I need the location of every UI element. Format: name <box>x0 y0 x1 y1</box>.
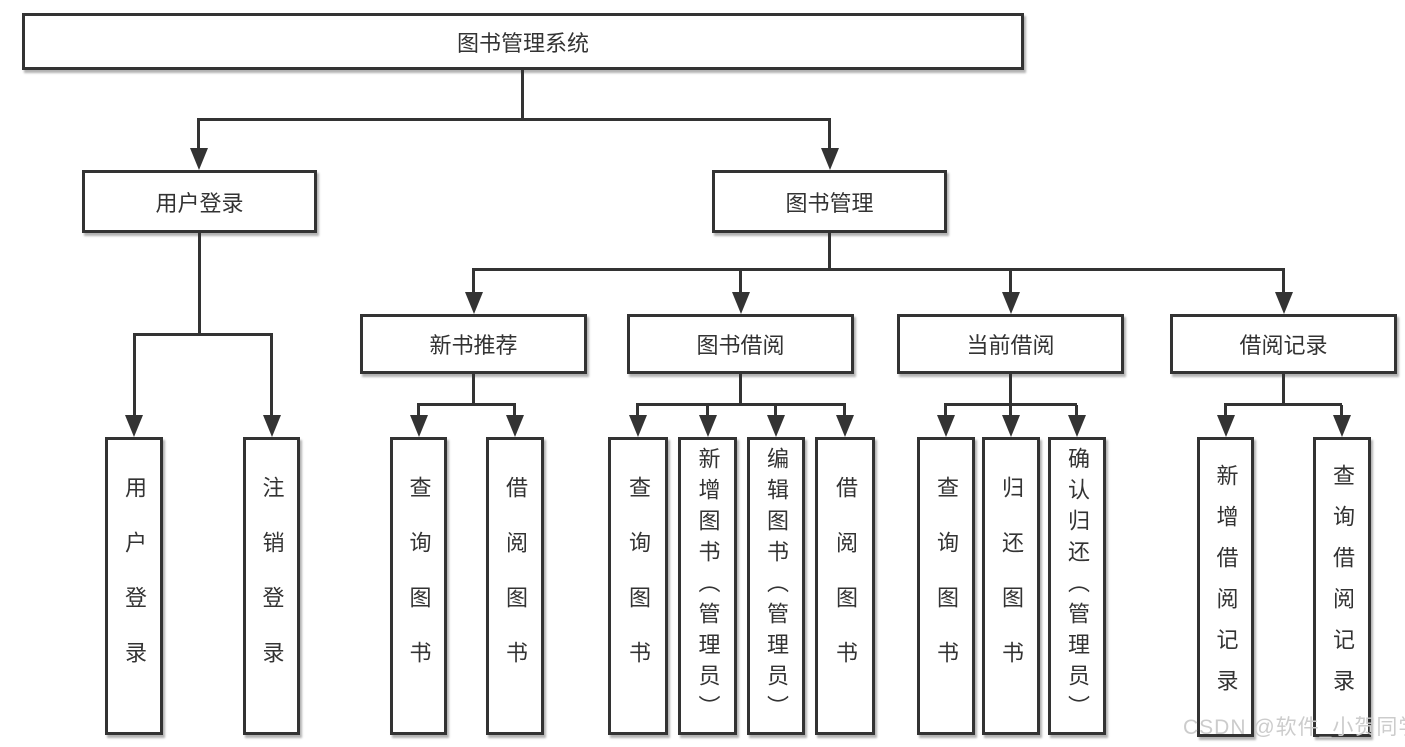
arrow-down-icon <box>767 415 785 437</box>
leaf-borrow-edit-books-admin: 编辑图书（管理员） <box>747 437 805 735</box>
connector-line <box>636 405 639 417</box>
arrow-down-icon <box>1002 415 1020 437</box>
node-label: 查询图书 <box>406 476 432 696</box>
arrow-down-icon <box>1002 292 1020 314</box>
connector-line <box>739 374 742 405</box>
connector-line <box>774 405 777 417</box>
arrow-down-icon <box>465 292 483 314</box>
connector-line <box>472 374 475 405</box>
node-label: 图书管理 <box>785 190 874 216</box>
node-label: 归还图书 <box>999 476 1024 696</box>
connector-line <box>636 403 846 406</box>
node-label: 新书推荐 <box>429 333 518 358</box>
connector-line <box>1340 405 1343 417</box>
node-label: 当前借阅 <box>966 333 1055 358</box>
connector-line <box>197 120 200 150</box>
node-label: 注销登录 <box>259 476 285 696</box>
node-label: 确认归还（管理员） <box>1065 446 1090 726</box>
arrow-down-icon <box>1217 415 1235 437</box>
connector-line <box>1009 405 1012 417</box>
arrow-down-icon <box>1333 415 1351 437</box>
node-label: 查询图书 <box>626 476 651 696</box>
connector-line <box>472 270 475 294</box>
node-label: 图书管理系统 <box>456 30 589 56</box>
connector-line <box>843 405 846 417</box>
arrow-down-icon <box>836 415 854 437</box>
leaf-borrow-borrow-books: 借阅图书 <box>815 437 875 735</box>
arrow-down-icon <box>1068 415 1086 437</box>
node-user-login: 用户登录 <box>82 170 317 233</box>
connector-line <box>198 233 201 335</box>
connector-line <box>944 405 947 417</box>
node-book-borrow: 图书借阅 <box>627 314 854 374</box>
connector-line <box>1224 403 1342 406</box>
node-label: 借阅记录 <box>1239 333 1328 358</box>
leaf-current-confirm-return-admin: 确认归还（管理员） <box>1048 437 1106 735</box>
connector-line <box>1224 405 1227 417</box>
node-label: 查询借阅记录 <box>1330 464 1355 710</box>
node-borrow-records: 借阅记录 <box>1170 314 1397 374</box>
connector-line <box>133 335 136 415</box>
leaf-logout-login: 注销登录 <box>243 437 300 735</box>
csdn-watermark: CSDN @软件_小贺同学 <box>1183 716 1405 739</box>
connector-line <box>944 403 1077 406</box>
arrow-down-icon <box>821 148 839 170</box>
leaf-current-return-books: 归还图书 <box>982 437 1040 735</box>
leaf-current-query-books: 查询图书 <box>917 437 975 735</box>
connector-line <box>472 268 1285 271</box>
connector-line <box>417 403 516 406</box>
node-label: 新增借阅记录 <box>1213 464 1239 710</box>
connector-line <box>1075 405 1078 417</box>
node-label: 用户登录 <box>122 476 147 696</box>
connector-line <box>706 405 709 417</box>
connector-line <box>417 405 420 417</box>
arrow-down-icon <box>263 415 281 437</box>
arrow-down-icon <box>125 415 143 437</box>
node-new-book-recommend: 新书推荐 <box>360 314 587 374</box>
leaf-records-add-borrow-record: 新增借阅记录 <box>1197 437 1254 737</box>
leaf-borrow-query-books: 查询图书 <box>608 437 668 735</box>
node-label: 新增图书（管理员） <box>695 446 721 726</box>
arrow-down-icon <box>1275 292 1293 314</box>
arrow-down-icon <box>629 415 647 437</box>
leaf-newbook-query-books: 查询图书 <box>390 437 447 735</box>
leaf-user-login: 用户登录 <box>105 437 163 735</box>
connector-line <box>513 405 516 417</box>
leaf-records-query-borrow-record: 查询借阅记录 <box>1313 437 1371 737</box>
connector-line <box>739 270 742 294</box>
arrow-down-icon <box>937 415 955 437</box>
connector-line <box>1009 374 1012 405</box>
node-label: 借阅图书 <box>833 476 858 696</box>
arrow-down-icon <box>410 415 428 437</box>
connector-line <box>1009 270 1012 294</box>
arrow-down-icon <box>732 292 750 314</box>
connector-line <box>1282 374 1285 405</box>
node-label: 查询图书 <box>934 476 959 696</box>
node-label: 用户登录 <box>155 190 244 216</box>
node-label: 借阅图书 <box>503 476 528 696</box>
leaf-borrow-add-books-admin: 新增图书（管理员） <box>678 437 737 735</box>
connector-line <box>1282 270 1285 294</box>
node-current-borrow: 当前借阅 <box>897 314 1124 374</box>
connector-line <box>270 335 273 415</box>
node-book-management: 图书管理 <box>712 170 947 233</box>
connector-line <box>197 118 831 121</box>
connector-line <box>828 120 831 150</box>
arrow-down-icon <box>699 415 717 437</box>
arrow-down-icon <box>506 415 524 437</box>
arrow-down-icon <box>190 148 208 170</box>
leaf-newbook-borrow-books: 借阅图书 <box>486 437 544 735</box>
connector-line <box>521 70 524 120</box>
node-library-management-system: 图书管理系统 <box>22 13 1024 70</box>
node-label: 图书借阅 <box>696 333 785 358</box>
connector-line <box>828 233 831 270</box>
node-label: 编辑图书（管理员） <box>764 446 789 726</box>
connector-line <box>133 333 273 336</box>
